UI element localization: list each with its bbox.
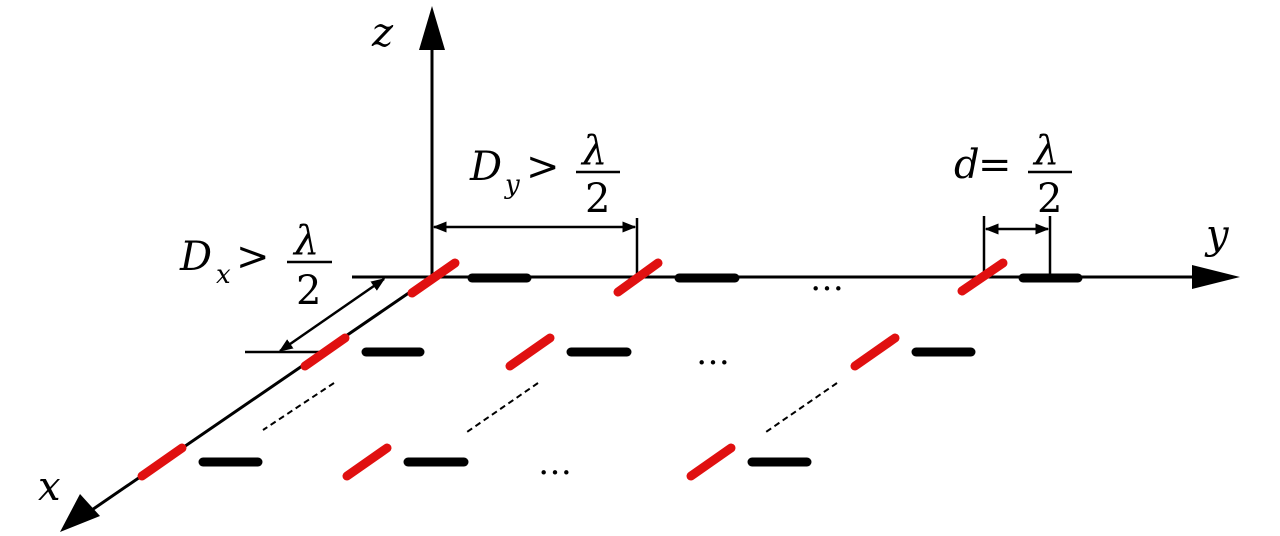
dx-label: D x > λ 2 (179, 218, 332, 314)
d-denominator: 2 (1037, 176, 1062, 222)
row-2-ellipsis: … (696, 333, 730, 373)
antenna-element-red (686, 443, 736, 481)
d-relation: = (978, 142, 1012, 188)
row-1-ellipsis: … (810, 259, 844, 299)
dx-relation: > (236, 234, 270, 280)
dx-symbol: D (179, 234, 212, 280)
x-axis-arrowhead (60, 494, 100, 532)
y-axis-label: y (1204, 212, 1230, 258)
d-numerator: λ (1032, 128, 1059, 174)
dx-subscript: x (216, 260, 231, 290)
dy-symbol: D (469, 144, 502, 190)
continuation-dashes (262, 382, 838, 433)
dy-subscript: y (504, 170, 520, 200)
dy-denominator: 2 (585, 176, 610, 222)
antenna-element-red (505, 333, 555, 371)
antenna-element-red (850, 333, 900, 371)
dx-dimension-arrow (278, 277, 386, 353)
x-axis-label: x (38, 464, 61, 510)
d-symbol: d (954, 142, 980, 188)
z-axis-arrowhead (419, 6, 445, 50)
dx-numerator: λ (292, 218, 319, 264)
dy-numerator: λ (580, 128, 607, 174)
dx-denominator: 2 (296, 268, 321, 314)
array-row-1: … (407, 258, 1083, 299)
continuation-dash-line (466, 382, 539, 433)
antenna-element-red (300, 333, 350, 371)
dy-label: D y > λ 2 (469, 128, 620, 222)
dy-dimension (432, 218, 639, 278)
continuation-dash-line (262, 382, 335, 431)
antenna-element-red (407, 258, 460, 298)
continuation-dash-line (765, 382, 838, 433)
row-3-ellipsis: … (538, 443, 572, 483)
d-label: d = λ 2 (954, 128, 1072, 222)
d-dimension (982, 216, 1052, 278)
dy-relation: > (526, 144, 560, 190)
z-axis-label: z (371, 10, 394, 56)
array-row-3: … (137, 443, 812, 483)
antenna-element-red (957, 258, 1008, 296)
antenna-element-red (137, 443, 187, 481)
x-axis (85, 275, 433, 516)
antenna-element-red (613, 258, 663, 297)
y-axis-arrowhead (1192, 265, 1240, 289)
array-row-2: … (300, 333, 976, 373)
antenna-element-red (342, 443, 392, 481)
dx-dimension (245, 277, 386, 354)
